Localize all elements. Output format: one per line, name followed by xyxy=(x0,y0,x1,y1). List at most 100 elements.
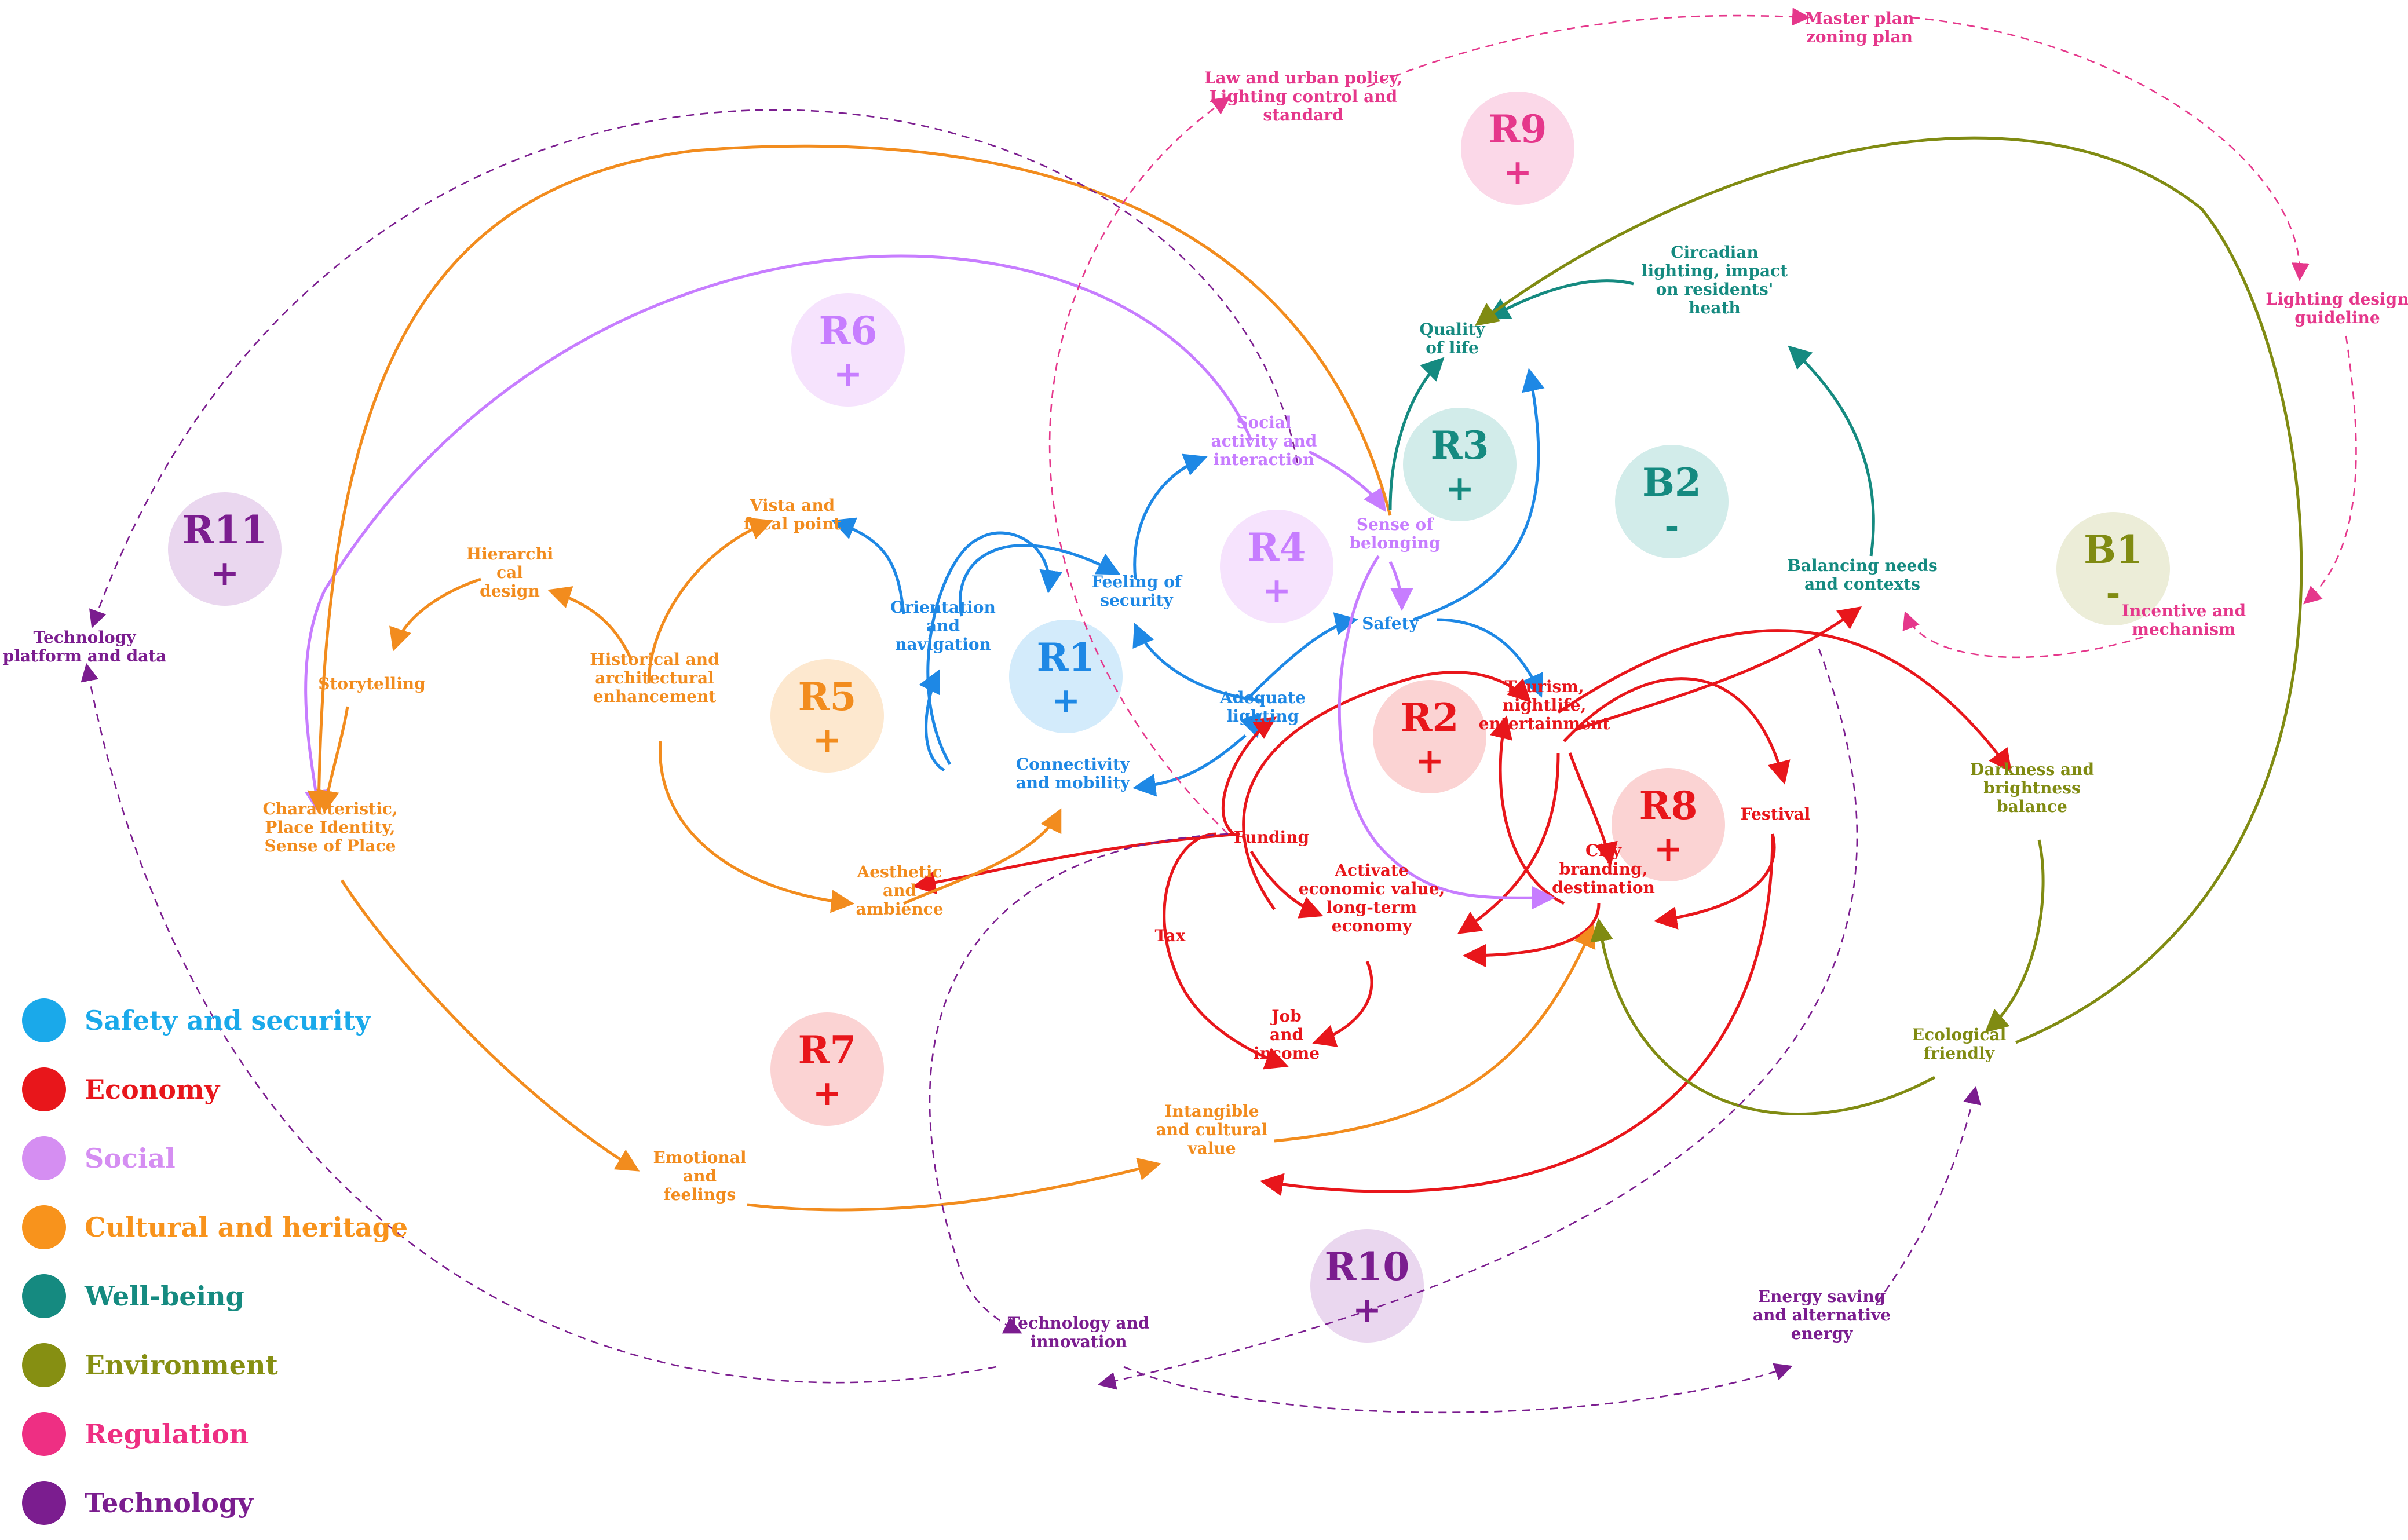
node-label-line: Ecological xyxy=(1912,1025,2006,1044)
legend-label: Regulation xyxy=(85,1418,249,1450)
node-label-line: focal point xyxy=(744,514,842,533)
legend-item: Social xyxy=(22,1136,176,1180)
node-label-line: Adequate xyxy=(1219,688,1306,707)
link-cultural-36 xyxy=(340,879,640,1172)
link-economy-22 xyxy=(1490,715,1565,905)
loop-circle xyxy=(1403,408,1517,521)
node-label-line: Job xyxy=(1270,1007,1302,1026)
link-economy-16 xyxy=(1249,850,1324,919)
link-economy-14 xyxy=(1163,832,1289,1070)
node-label-line: Emotional xyxy=(653,1148,746,1167)
node-label-line: interaction xyxy=(1214,450,1314,469)
node-label-line: zoning plan xyxy=(1806,27,1913,46)
node-label-line: Circadian xyxy=(1671,243,1759,262)
loop-id: R6 xyxy=(819,308,878,353)
loop-id: R1 xyxy=(1037,635,1095,680)
node-tourism: Tourism,nightlife,entertainment xyxy=(1479,677,1610,733)
node-label-line: design xyxy=(480,581,540,601)
node-label-line: Balancing needs xyxy=(1787,556,1938,575)
node-label-line: branding, xyxy=(1559,859,1648,879)
node-label-line: Characteristic, xyxy=(263,799,398,818)
link-cultural-37 xyxy=(747,1158,1161,1212)
node-label-line: heath xyxy=(1689,298,1741,317)
loop-circle xyxy=(1615,445,1729,558)
node-label-line: and cultural xyxy=(1156,1120,1268,1139)
link-environment-45 xyxy=(1985,839,2045,1033)
loop-marker-r2: R2+ xyxy=(1373,680,1486,793)
node-tax: Tax xyxy=(1155,926,1186,945)
node-label-line: Lighting control and xyxy=(1210,87,1397,106)
node-label-line: Place Identity, xyxy=(265,818,395,837)
loop-marker-r11: R11+ xyxy=(168,492,282,606)
node-label-line: Tax xyxy=(1155,926,1186,945)
node-label-line: feelings xyxy=(664,1185,736,1204)
loop-id: R3 xyxy=(1431,423,1489,468)
link-social-29 xyxy=(1388,561,1413,611)
loop-circle xyxy=(791,293,905,407)
legend-label: Social xyxy=(85,1143,176,1174)
node-label-line: Darkness and xyxy=(1970,760,2094,779)
loop-polarity: - xyxy=(2106,573,2121,613)
node-label-line: economic value, xyxy=(1299,879,1445,898)
legend-swatch xyxy=(22,1205,66,1249)
link-technology-51 xyxy=(81,663,997,1384)
loop-circle xyxy=(1612,768,1725,881)
link-cultural-39 xyxy=(902,808,1062,905)
node-label-line: Technology and xyxy=(1008,1314,1150,1333)
node-label-line: and xyxy=(683,1166,717,1186)
legend-swatch xyxy=(22,1274,66,1318)
link-economy-25 xyxy=(1260,833,1774,1197)
node-label-line: Activate xyxy=(1334,861,1409,880)
loop-circle xyxy=(1009,620,1123,733)
loop-circle xyxy=(2056,512,2170,625)
node-label-line: Incentive and xyxy=(2122,601,2246,620)
loop-polarity: + xyxy=(1445,469,1474,509)
legend-label: Safety and security xyxy=(85,1005,371,1036)
loop-marker-r1: R1+ xyxy=(1009,620,1123,733)
link-economy-19 xyxy=(1563,677,1791,785)
node-label-line: Feeling of xyxy=(1091,572,1183,591)
node-label-line: enhancement xyxy=(593,687,717,706)
link-economy-18 xyxy=(1568,752,1618,866)
causal-links xyxy=(81,8,2357,1414)
loop-circle xyxy=(1220,510,1333,623)
link-safety-3 xyxy=(1132,623,1263,703)
legend-label: Well-being xyxy=(84,1281,244,1312)
node-label-line: on residents' xyxy=(1656,280,1774,299)
link-safety-7 xyxy=(1244,612,1358,702)
node-label-line: Aesthetic xyxy=(856,862,942,881)
node-label-line: mechanism xyxy=(2132,620,2235,639)
link-economy-17 xyxy=(1457,752,1560,934)
loop-polarity: + xyxy=(1262,570,1291,611)
link-safety-6 xyxy=(831,517,905,614)
node-label-line: brightness xyxy=(1983,778,2081,798)
legend-item: Technology xyxy=(22,1481,254,1525)
legend-swatch xyxy=(22,1067,66,1111)
legend-swatch xyxy=(22,1412,66,1456)
legend-swatch xyxy=(22,1343,66,1387)
node-label-line: Social xyxy=(1236,413,1291,432)
node-label-line: friendly xyxy=(1924,1044,1995,1063)
node-label-line: architectural xyxy=(595,668,714,687)
node-label-line: economy xyxy=(1332,916,1412,935)
node-label-line: long-term xyxy=(1327,898,1417,917)
node-safety: Safety xyxy=(1362,614,1419,633)
node-label-line: platform and data xyxy=(3,646,167,665)
link-economy-24 xyxy=(1654,833,1776,930)
legend-item: Regulation xyxy=(22,1412,249,1456)
loop-polarity: + xyxy=(813,1073,842,1114)
node-label-line: of life xyxy=(1426,338,1479,357)
node-label-line: guideline xyxy=(2294,308,2380,327)
node-label-line: and contexts xyxy=(1804,575,1920,594)
legend-item: Well-being xyxy=(22,1274,244,1318)
legend-label: Economy xyxy=(85,1074,221,1105)
node-label-line: balance xyxy=(1997,797,2067,816)
